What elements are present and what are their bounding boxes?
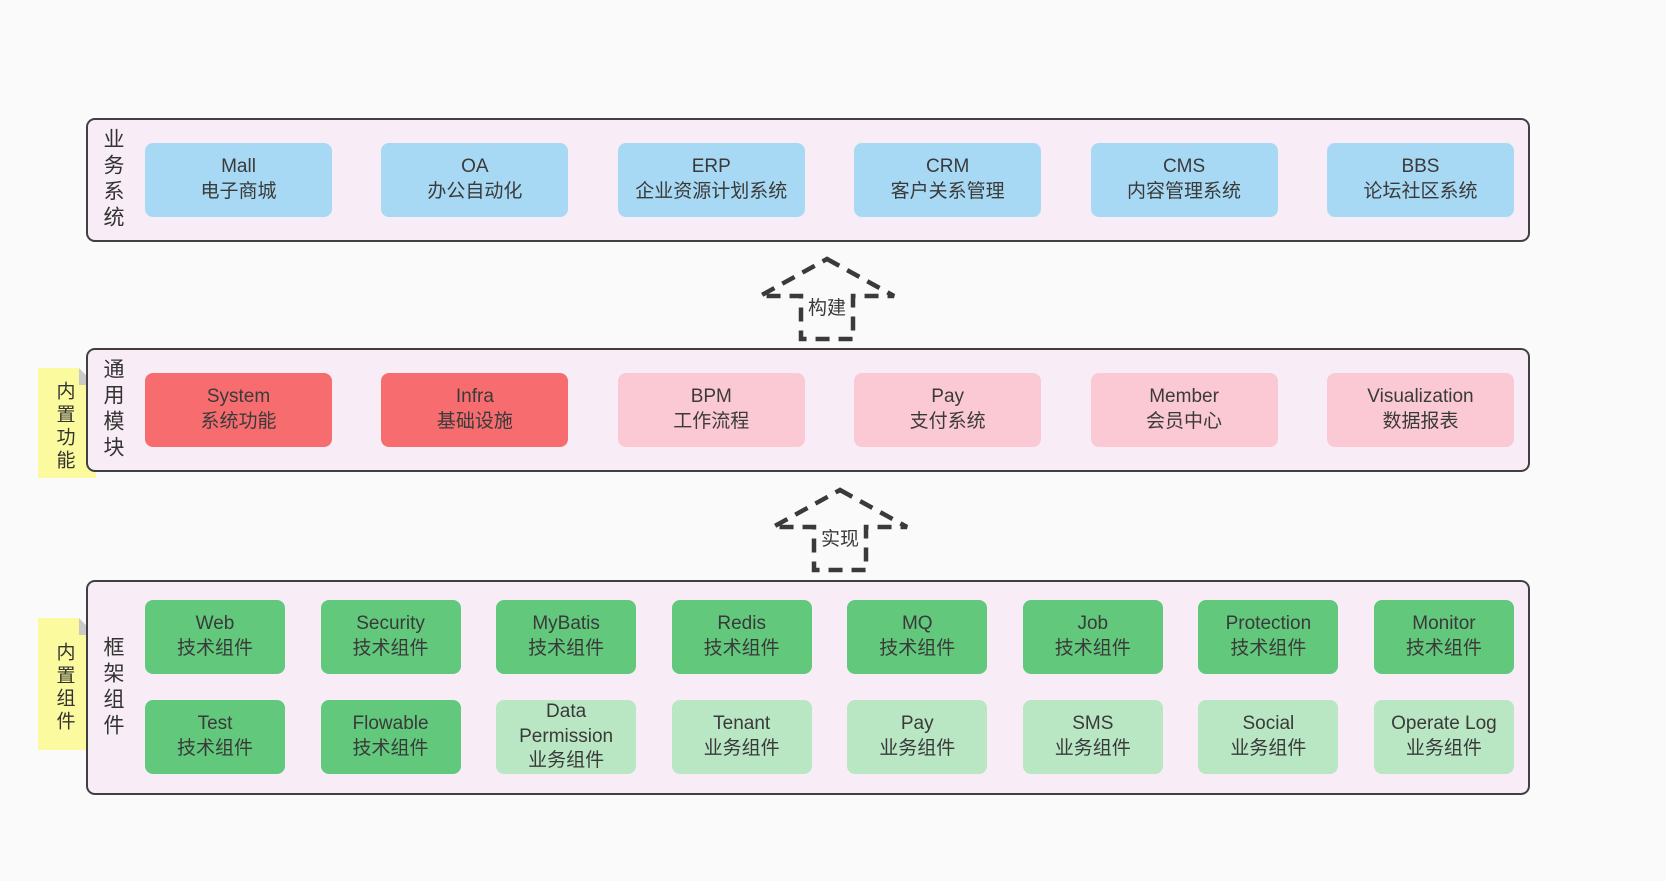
box-subtitle: 系统功能 [200,411,277,432]
panel-business-systems: 业务系统 Mall 电子商城 OA 办公自动化 ERP 企业资源计划系统 CRM… [86,118,1530,242]
box-subtitle: 技术组件 [703,638,780,659]
box-pay-component: Pay 业务组件 [847,700,988,774]
box-subtitle: 技术组件 [1230,638,1307,659]
box-title: Tenant [713,713,771,735]
box-title: Redis [717,613,766,635]
box-title: BBS [1401,156,1440,178]
box-title: Web [195,613,235,635]
arrow-label-build: 构建 [804,292,850,321]
box-title: Mall [221,156,256,178]
box-subtitle: 技术组件 [1054,638,1131,659]
box-title: Visualization [1367,386,1474,408]
box-subtitle: 论坛社区系统 [1363,181,1478,202]
box-oa: OA 办公自动化 [381,143,569,217]
box-tenant: Tenant 业务组件 [671,700,812,774]
panel-label-framework-components: 框架组件 [101,635,124,740]
box-cms: CMS 内容管理系统 [1090,143,1278,217]
dashed-up-arrow-build: 构建 [757,256,897,342]
box-title: Monitor [1412,613,1476,635]
box-title: CMS [1162,156,1206,178]
box-pay-module: Pay 支付系统 [854,373,1042,447]
box-bpm: BPM 工作流程 [617,373,805,447]
box-job: Job 技术组件 [1022,600,1163,674]
box-title: MQ [901,613,933,635]
box-web: Web 技术组件 [145,600,285,674]
box-subtitle: 技术组件 [176,738,253,759]
box-subtitle: 内容管理系统 [1127,181,1242,202]
box-title: Infra [455,386,494,408]
box-subtitle: 办公自动化 [427,181,523,202]
box-title: CRM [926,156,970,178]
box-title: Security [356,613,425,635]
panel-common-modules: 通用模块 System 系统功能 Infra 基础设施 BPM 工作流程 Pay… [86,348,1530,472]
box-data-permission: Data Permission 业务组件 [496,700,637,774]
box-title: BPM [690,386,732,408]
box-title: Pay [900,713,934,735]
box-visualization: Visualization 数据报表 [1326,373,1514,447]
box-subtitle: 业务组件 [703,738,780,759]
box-protection: Protection 技术组件 [1198,600,1339,674]
box-title: System [206,386,271,408]
box-title: MyBatis [532,613,600,635]
box-title: Job [1077,613,1109,635]
box-title: OA [461,156,489,178]
box-crm: CRM 客户关系管理 [854,143,1042,217]
box-subtitle: 支付系统 [909,411,986,432]
box-subtitle: 技术组件 [352,638,429,659]
box-infra: Infra 基础设施 [381,373,569,447]
box-title: Flowable [352,713,429,735]
box-sms: SMS 业务组件 [1022,700,1163,774]
box-mq: MQ 技术组件 [847,600,988,674]
box-security: Security 技术组件 [320,600,461,674]
box-title: Operate Log [1391,713,1497,735]
box-subtitle: 会员中心 [1146,411,1223,432]
box-flowable: Flowable 技术组件 [320,700,461,774]
box-subtitle: 技术组件 [1405,638,1482,659]
box-subtitle: 业务组件 [1054,738,1131,759]
box-redis: Redis 技术组件 [671,600,812,674]
panel-label-common-modules: 通用模块 [101,358,124,462]
box-subtitle: 基础设施 [436,411,513,432]
box-title: Pay [931,386,965,408]
box-mybatis: MyBatis 技术组件 [496,600,637,674]
component-boxes-grid: Web 技术组件 Security 技术组件 MyBatis 技术组件 Redi… [145,600,1514,774]
box-member: Member 会员中心 [1090,373,1278,447]
box-subtitle: 企业资源计划系统 [635,181,788,202]
box-subtitle: 技术组件 [528,638,605,659]
box-subtitle: 技术组件 [879,638,956,659]
sticky-note-label: 内置功能 [53,381,75,473]
sticky-note-label: 内置组件 [53,642,75,734]
box-monitor: Monitor 技术组件 [1373,600,1514,674]
box-bbs: BBS 论坛社区系统 [1326,143,1514,217]
box-subtitle: 技术组件 [176,638,253,659]
box-erp: ERP 企业资源计划系统 [617,143,805,217]
box-title: Protection [1225,613,1312,635]
box-subtitle: 数据报表 [1382,411,1459,432]
box-title: Test [197,713,233,735]
box-subtitle: 业务组件 [879,738,956,759]
box-subtitle: 业务组件 [1230,738,1307,759]
box-mall: Mall 电子商城 [145,143,332,217]
dashed-up-arrow-implement: 实现 [770,487,910,573]
box-subtitle: 工作流程 [673,411,750,432]
box-subtitle: 业务组件 [528,750,605,772]
box-operate-log: Operate Log 业务组件 [1373,700,1514,774]
box-title: SMS [1072,713,1114,735]
box-title: Social [1242,713,1295,735]
box-title: Data Permission [519,700,614,747]
business-boxes-row: Mall 电子商城 OA 办公自动化 ERP 企业资源计划系统 CRM 客户关系… [145,143,1514,217]
box-test: Test 技术组件 [145,700,285,774]
panel-framework-components: 框架组件 Web 技术组件 Security 技术组件 MyBatis 技术组件… [86,580,1530,795]
box-subtitle: 技术组件 [352,738,429,759]
box-social: Social 业务组件 [1198,700,1339,774]
box-title: Member [1149,386,1219,408]
panel-label-business-systems: 业务系统 [101,128,124,232]
box-subtitle: 业务组件 [1405,738,1482,759]
box-subtitle: 客户关系管理 [890,181,1005,202]
box-subtitle: 电子商城 [200,181,277,202]
module-boxes-row: System 系统功能 Infra 基础设施 BPM 工作流程 Pay 支付系统… [145,373,1514,447]
box-title: ERP [691,156,731,178]
arrow-label-implement: 实现 [817,523,863,552]
box-system: System 系统功能 [145,373,332,447]
